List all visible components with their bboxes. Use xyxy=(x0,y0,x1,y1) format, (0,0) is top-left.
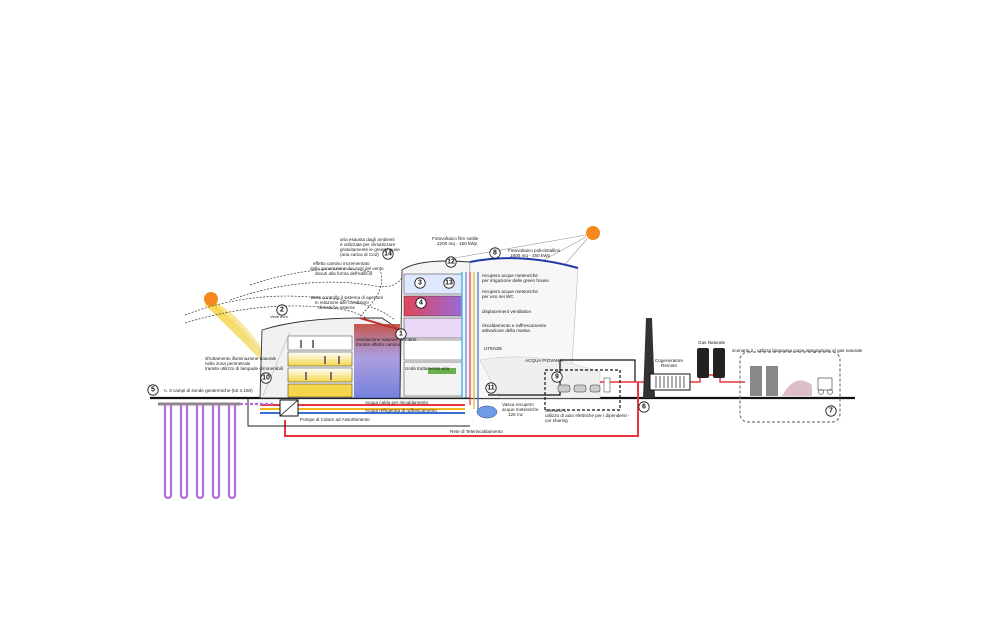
marker-number: 5 xyxy=(151,387,155,394)
label-pv-thin: Fotovoltaico film sottile 2200 mq - 160 … xyxy=(432,236,480,246)
marker-circle xyxy=(638,401,650,413)
marker-number: 4 xyxy=(419,300,423,307)
marker-6: 6 xyxy=(638,401,650,413)
marker-circle xyxy=(260,372,272,384)
label-gas: Gas Naturale xyxy=(698,340,726,345)
marker-7: 7 xyxy=(825,405,837,417)
marker-1: 1 xyxy=(395,328,407,340)
label-pv-poly: Fotovoltaico policristallino 1800 mq - 2… xyxy=(508,248,562,258)
label-scenario2: scenario 2 : utilizzo biomassa come inte… xyxy=(732,348,863,353)
marker-number: 10 xyxy=(262,375,270,382)
marker-circle xyxy=(489,247,501,259)
marker-10: 10 xyxy=(260,372,272,384)
marker-circle xyxy=(382,248,394,260)
marker-number: 11 xyxy=(487,385,495,392)
marker-12: 12 xyxy=(445,256,457,268)
label-ahu: Unità trattamento aria xyxy=(405,366,450,371)
geothermal-probes xyxy=(158,402,275,500)
marker-number: 3 xyxy=(418,280,422,287)
car-icons xyxy=(557,377,611,393)
marker-circle xyxy=(825,405,837,417)
scenario1-box xyxy=(544,369,621,411)
marker-circle xyxy=(415,297,427,309)
label-hot-water: Acqua calda per riscaldamento xyxy=(365,400,429,405)
label-users: UTENZE xyxy=(484,346,502,351)
label-tank: Vasca recupero acque meteoriche 125 mc xyxy=(502,402,540,417)
marker-circle xyxy=(276,304,288,316)
marker-number: 6 xyxy=(642,404,646,411)
marker-number: 13 xyxy=(445,280,453,287)
label-chimney-effect: effetto camino incrementato dalla genera… xyxy=(310,261,385,276)
marker-number: 1 xyxy=(399,331,403,338)
label-thermal-mass: riscaldamento e raffrescamento attivazio… xyxy=(482,323,548,333)
biomass-plant xyxy=(750,366,833,396)
marker-number: 9 xyxy=(555,374,559,381)
marker-3: 3 xyxy=(414,277,426,289)
tower-building xyxy=(399,260,471,399)
marker-13: 13 xyxy=(443,277,455,289)
marker-number: 7 xyxy=(829,408,833,415)
atrium-building xyxy=(259,317,401,399)
scenario2-box xyxy=(739,351,841,423)
label-chilled-water: Acqua refrigerata di raffrescamento xyxy=(365,408,437,413)
marker-number: 8 xyxy=(493,250,497,257)
label-rain-wc: recupero acque meteoriche per uso nei WC xyxy=(482,289,539,299)
cogenerator xyxy=(649,373,691,391)
label-heat-pumps: Pompe di Calore ad Assorbimento xyxy=(300,417,370,422)
marker-14: 14 xyxy=(382,248,394,260)
marker-circle xyxy=(395,328,407,340)
marker-9: 9 xyxy=(551,371,563,383)
label-geo-probes: n. 3 campi di sonde geotermiche (tot n.1… xyxy=(164,388,253,393)
marker-number: 2 xyxy=(280,307,284,314)
label-daylight: sfruttamento illuminazione naturale nell… xyxy=(205,356,283,371)
wind-flow-lines xyxy=(184,268,406,326)
label-displacement: displacement ventilation xyxy=(482,309,531,314)
marker-number: 14 xyxy=(384,251,392,258)
marker-4: 4 xyxy=(415,297,427,309)
label-wind: Venti dom. xyxy=(270,314,289,319)
label-cogen: Cogeneratore Remoto xyxy=(655,358,684,368)
label-rain-greenhouse: recupero acque meteoriche per irrigazion… xyxy=(482,273,549,283)
marker-circle xyxy=(443,277,455,289)
label-district-heating: Rete di Teleriscaldamento xyxy=(450,429,503,434)
label-scenario1: scenario 1 : utilizzo di auto elettriche… xyxy=(545,408,631,423)
marker-5: 5 xyxy=(147,384,159,396)
sun-icon-left xyxy=(204,292,218,306)
marker-11: 11 xyxy=(485,382,497,394)
sun-icon-right xyxy=(586,226,600,240)
marker-8: 8 xyxy=(489,247,501,259)
marker-circle xyxy=(414,277,426,289)
gas-tanks xyxy=(697,348,725,378)
marker-circle xyxy=(485,382,497,394)
label-rainwater: ACQUA PIOVANA xyxy=(525,358,563,363)
label-natural-vent: ventilazione naturale dell'atrio tramite… xyxy=(356,337,418,347)
label-air-greenhouse: aria esausta dagli ambienti è utilizzata… xyxy=(340,237,401,257)
marker-circle xyxy=(551,371,563,383)
marker-circle xyxy=(445,256,457,268)
marker-2: 2 xyxy=(276,304,288,316)
marker-number: 12 xyxy=(447,259,455,266)
label-bms: BMS controlla il sistema di aperture in … xyxy=(311,295,385,310)
rainwater-tank xyxy=(476,405,498,419)
marker-circle xyxy=(147,384,159,396)
